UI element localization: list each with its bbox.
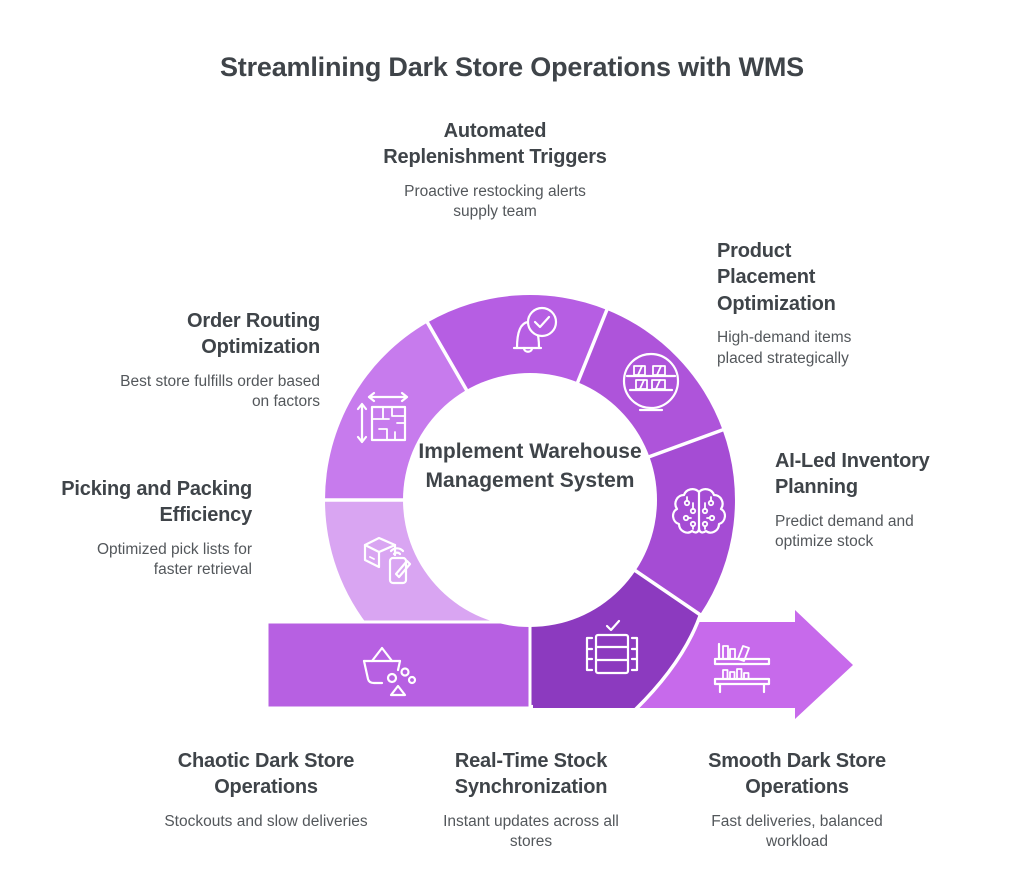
brain-circuit-icon [672, 488, 726, 534]
stage-description: Proactive restocking alerts supply team [404, 182, 586, 221]
stock-sync-icon [585, 619, 639, 675]
page-title: Streamlining Dark Store Operations with … [220, 52, 804, 82]
stage-product-placement: Product Placement Optimization High-dema… [717, 238, 882, 369]
stage-description: Predict demand and optimize stock [775, 512, 914, 551]
stage-automated-replenishment: Automated Replenishment Triggers Proacti… [380, 118, 610, 223]
round-shelf-icon [622, 352, 680, 412]
segment-dividers [322, 306, 726, 618]
stage-heading: Product Placement Optimization [717, 240, 836, 315]
box-scan-icon [363, 536, 412, 585]
hub-circle [403, 373, 657, 627]
stage-heading: Smooth Dark Store Operations [708, 750, 886, 799]
stage-description: Best store fulfills order based on facto… [120, 372, 320, 411]
stage-description: Fast deliveries, balanced workload [711, 812, 883, 851]
floorplan-arrows-icon [356, 391, 409, 444]
stage-heading: Order Routing Optimization [187, 310, 320, 359]
stage-description: High-demand items placed strategically [717, 329, 852, 367]
stage-realtime-sync: Real-Time Stock Synchronization Instant … [421, 748, 641, 853]
stage-heading: Picking and Packing Efficiency [61, 478, 252, 527]
stage-chaotic-operations: Chaotic Dark Store Operations Stockouts … [156, 748, 376, 832]
stage-heading: Chaotic Dark Store Operations [177, 750, 355, 799]
band-curve-divider [633, 609, 704, 712]
stage-picking-packing: Picking and Packing Efficiency Optimized… [60, 476, 252, 581]
hub-label: Implement Warehouse Management System [418, 440, 642, 492]
stocked-shelf-icon [713, 642, 771, 694]
bell-check-icon [512, 306, 558, 353]
stage-heading: AI-Led Inventory Planning [775, 450, 930, 499]
stage-description: Optimized pick lists for faster retrieva… [96, 540, 252, 579]
stage-smooth-operations: Smooth Dark Store Operations Fast delive… [687, 748, 907, 853]
stage-heading: Automated Replenishment Triggers [383, 120, 607, 169]
basket-spill-icon [362, 646, 417, 697]
stage-order-routing: Order Routing Optimization Best store fu… [120, 308, 320, 413]
stage-heading: Real-Time Stock Synchronization [454, 750, 608, 799]
stage-description: Stockouts and slow deliveries [164, 812, 368, 830]
stage-description: Instant updates across all stores [443, 812, 619, 851]
stage-ai-inventory: AI-Led Inventory Planning Predict demand… [775, 448, 970, 553]
